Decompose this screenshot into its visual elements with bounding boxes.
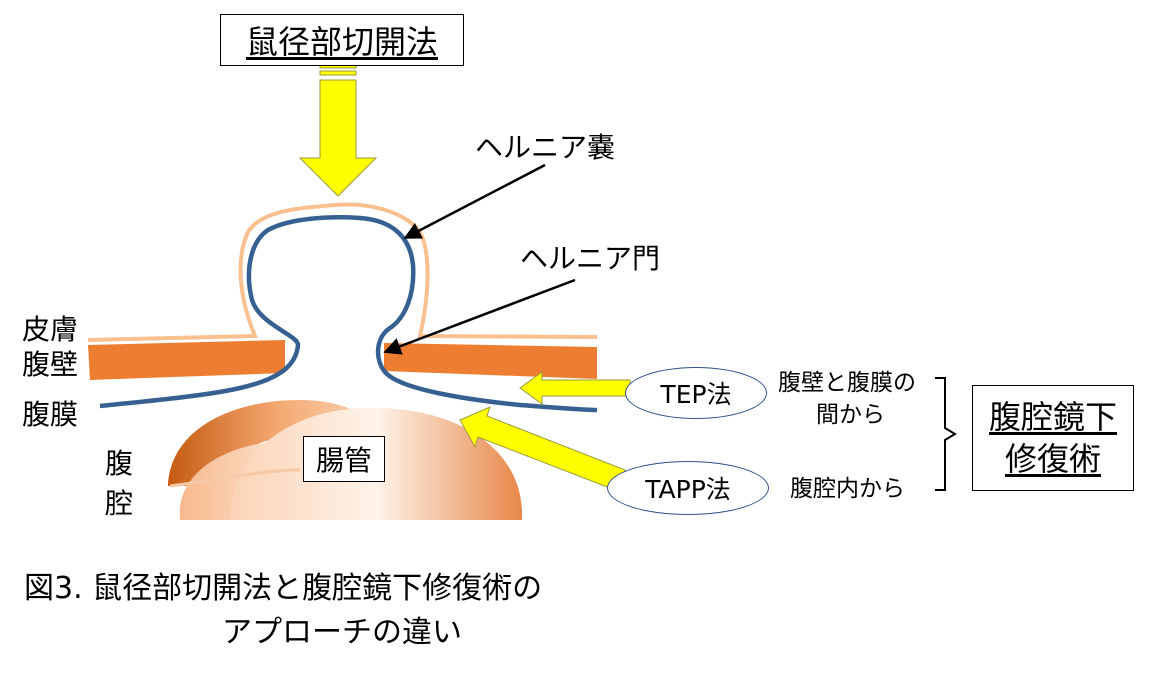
tep-label: TEP法 <box>660 380 732 409</box>
tep-oval: TEP法 <box>625 367 767 419</box>
intestine-label-box: 腸管 <box>303 436 385 482</box>
abdominal-wall-label: 腹壁 <box>22 348 79 381</box>
caption-line2: アプローチの違い <box>222 615 462 650</box>
hernia-orifice-label: ヘルニア門 <box>520 242 661 275</box>
tapp-note: 腹腔内から <box>790 476 905 502</box>
open-surgery-label-box: 鼠径部切開法 <box>220 14 464 66</box>
hernia-sac-label: ヘルニア嚢 <box>475 131 616 164</box>
abdominal-wall <box>88 340 597 380</box>
hernia-sac-pointer-icon <box>403 163 546 240</box>
tapp-oval: TAPP法 <box>607 461 769 515</box>
hernia-orifice-pointer-icon <box>383 278 576 355</box>
tep-note-line2: 間から <box>816 402 885 428</box>
right-bracket-icon <box>935 377 957 491</box>
intestine-label: 腸管 <box>315 444 372 477</box>
tapp-label: TAPP法 <box>645 475 731 504</box>
laparoscopic-label-box: 腹腔鏡下 修復術 <box>972 385 1134 491</box>
abdominal-cavity-label-2: 腔 <box>105 487 134 520</box>
abdominal-cavity-label-1: 腹 <box>105 447 134 480</box>
caption-line1: 図3. 鼠径部切開法と腹腔鏡下修復術の <box>24 571 543 606</box>
peritoneum-label: 腹膜 <box>22 398 79 431</box>
skin-line <box>87 202 598 342</box>
laparoscopic-label-line2: 修復術 <box>1004 440 1101 478</box>
skin-label: 皮膚 <box>22 313 79 346</box>
open-surgery-label: 鼠径部切開法 <box>245 23 438 61</box>
peritoneum-line <box>99 215 598 413</box>
laparoscopic-label-line1: 腹腔鏡下 <box>988 398 1117 436</box>
yellow-arrow-down-icon <box>298 63 378 197</box>
tep-note-line1: 腹壁と腹膜の <box>778 370 916 396</box>
